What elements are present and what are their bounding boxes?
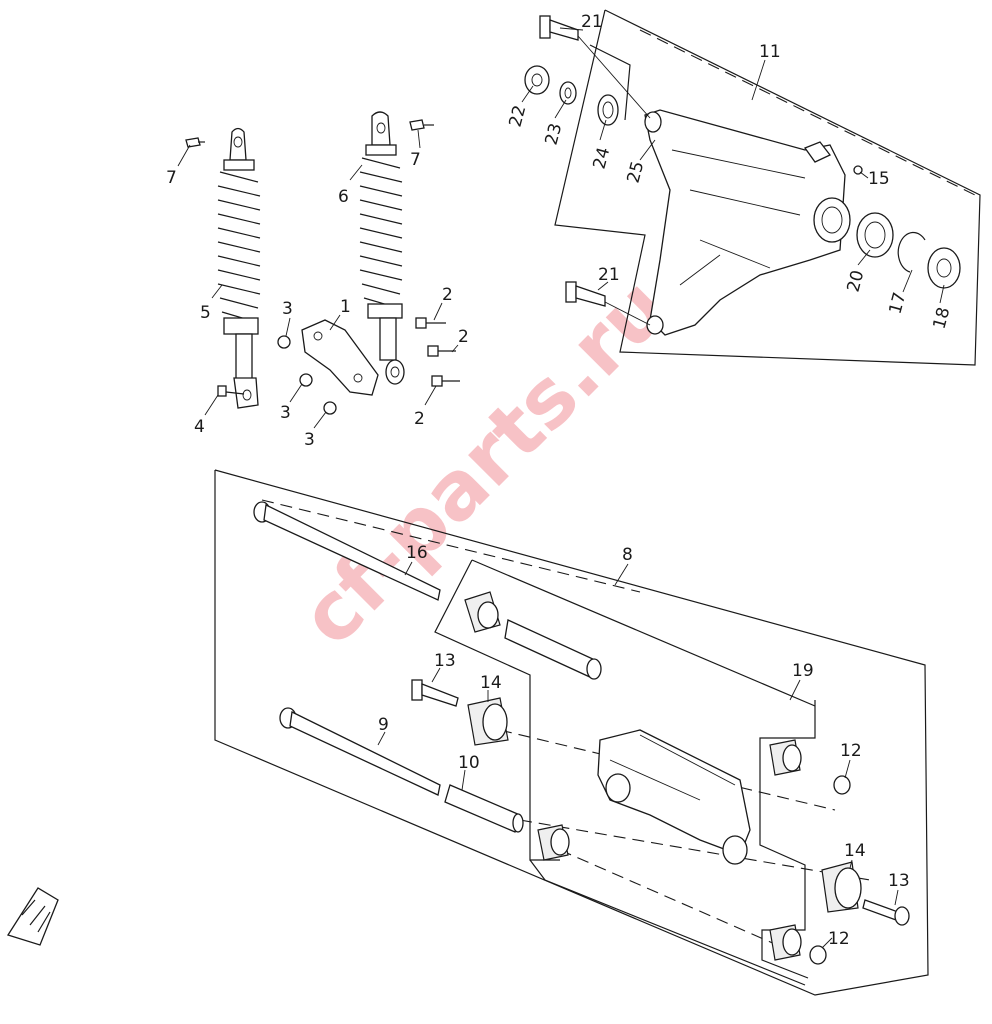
spacer-10[interactable] bbox=[444, 784, 524, 833]
callout-21-top: 21 bbox=[581, 12, 603, 32]
nut-12-top[interactable] bbox=[833, 775, 851, 795]
bolt-7-right[interactable] bbox=[409, 119, 434, 131]
callout-18: 18 bbox=[930, 305, 955, 331]
bushing-14-left[interactable] bbox=[467, 697, 509, 746]
bushing-upper[interactable] bbox=[464, 591, 501, 633]
callout-25: 25 bbox=[624, 159, 649, 185]
shock-absorber-5[interactable] bbox=[217, 127, 261, 409]
bolt-2-c[interactable] bbox=[431, 375, 460, 387]
callout-3-a: 3 bbox=[282, 299, 293, 319]
bushing-lower-left[interactable] bbox=[537, 824, 570, 861]
callout-2-c: 2 bbox=[414, 409, 425, 429]
nut-3-b[interactable] bbox=[299, 373, 313, 387]
seal-24[interactable] bbox=[597, 94, 619, 126]
washer-18[interactable] bbox=[927, 247, 961, 289]
nut-3-c[interactable] bbox=[323, 401, 337, 415]
callout-labels: 21 11 22 23 24 25 15 20 17 18 21 7 7 6 5… bbox=[166, 12, 954, 949]
swing-arm[interactable] bbox=[644, 109, 851, 336]
rod-9[interactable] bbox=[279, 707, 441, 796]
callout-21-lower: 21 bbox=[598, 265, 620, 285]
callout-7-left: 7 bbox=[166, 168, 177, 188]
callout-2-a: 2 bbox=[442, 285, 453, 305]
callout-19: 19 bbox=[792, 661, 814, 681]
callout-2-b: 2 bbox=[458, 327, 469, 347]
callout-3-c: 3 bbox=[304, 430, 315, 450]
callout-3-b: 3 bbox=[280, 403, 291, 423]
bolt-13-right[interactable] bbox=[862, 899, 910, 926]
mount-bracket-19[interactable] bbox=[597, 729, 751, 865]
callout-1: 1 bbox=[340, 297, 351, 317]
callout-20: 20 bbox=[844, 268, 869, 294]
washer-23[interactable] bbox=[559, 81, 577, 105]
bolt-2-a[interactable] bbox=[415, 317, 446, 329]
callout-11: 11 bbox=[759, 42, 781, 62]
bolt-7-left[interactable] bbox=[185, 137, 205, 148]
bushing-14-right[interactable] bbox=[821, 861, 862, 913]
engine-mount-group bbox=[214, 469, 929, 996]
callout-12-bottom: 12 bbox=[828, 929, 850, 949]
callout-23: 23 bbox=[542, 121, 567, 147]
circlip-17[interactable] bbox=[897, 231, 926, 273]
nut-22[interactable] bbox=[524, 65, 550, 95]
bushing-right-bottom[interactable] bbox=[769, 924, 802, 961]
callout-15: 15 bbox=[868, 169, 890, 189]
leader-lines bbox=[177, 27, 945, 949]
bearing-20[interactable] bbox=[856, 212, 894, 258]
callout-13-right: 13 bbox=[888, 871, 910, 891]
callout-13-left: 13 bbox=[434, 651, 456, 671]
front-direction-icon bbox=[6, 887, 59, 946]
swing-arm-group bbox=[524, 9, 981, 366]
callout-5: 5 bbox=[200, 303, 211, 323]
rod-16[interactable] bbox=[253, 501, 441, 601]
nut-12-bottom[interactable] bbox=[809, 945, 827, 965]
bolt-13-left[interactable] bbox=[411, 679, 459, 707]
callout-4: 4 bbox=[194, 417, 205, 437]
shock-absorber-6[interactable] bbox=[359, 111, 405, 385]
callout-8: 8 bbox=[622, 545, 633, 565]
bolt-21-top[interactable] bbox=[539, 15, 579, 41]
callout-14-right: 14 bbox=[844, 841, 866, 861]
callout-24: 24 bbox=[590, 145, 615, 171]
callout-7-right: 7 bbox=[410, 150, 421, 170]
callout-12-top: 12 bbox=[840, 741, 862, 761]
callout-22: 22 bbox=[506, 103, 531, 129]
callout-10: 10 bbox=[458, 753, 480, 773]
bushing-right-top[interactable] bbox=[769, 739, 802, 776]
bolt-4[interactable] bbox=[217, 385, 245, 397]
callout-6: 6 bbox=[338, 187, 349, 207]
callout-9: 9 bbox=[378, 715, 389, 735]
callout-16: 16 bbox=[406, 543, 428, 563]
callout-17: 17 bbox=[886, 290, 911, 316]
shaft-upper[interactable] bbox=[504, 619, 602, 680]
nut-3-a[interactable] bbox=[277, 335, 291, 349]
bolt-2-b[interactable] bbox=[427, 345, 456, 357]
callout-14-left: 14 bbox=[480, 673, 502, 693]
bolt-21-lower[interactable] bbox=[565, 281, 606, 307]
bracket-1[interactable] bbox=[301, 319, 379, 396]
